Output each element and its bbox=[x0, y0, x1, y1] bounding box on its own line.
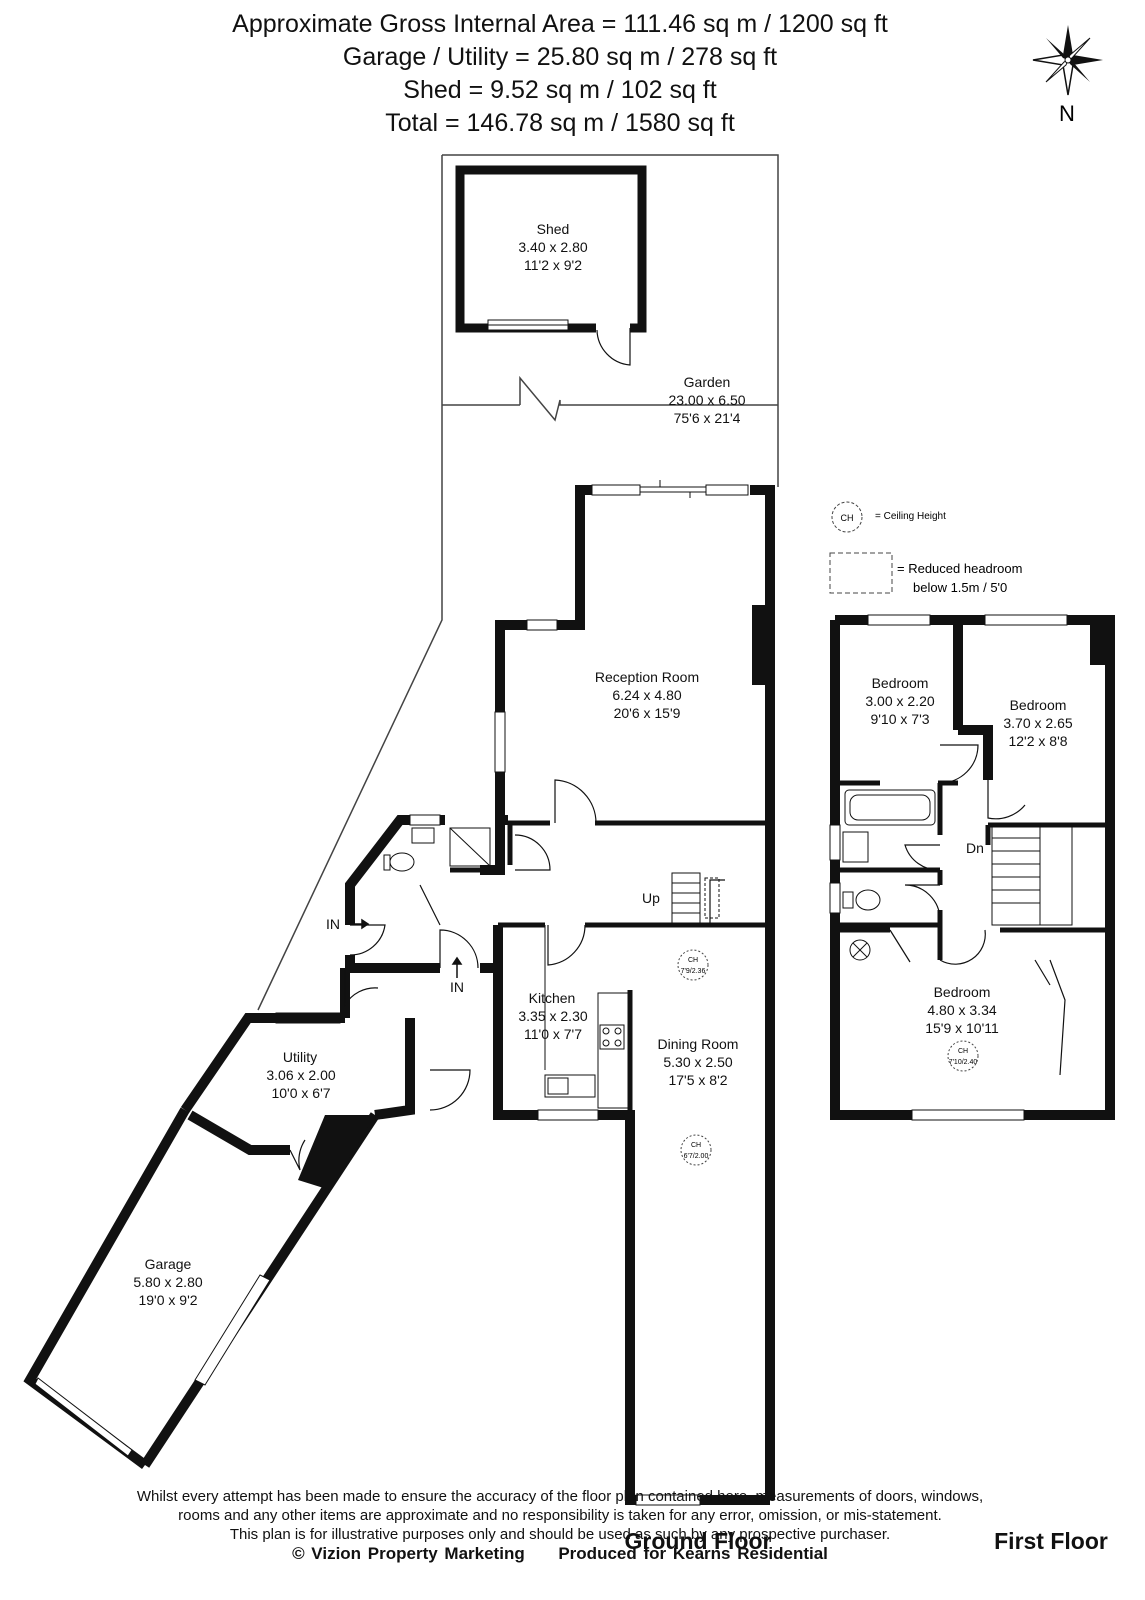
disclaimer-line-1: Whilst every attempt has been made to en… bbox=[136, 1488, 984, 1505]
ground-floor-inner-walls bbox=[450, 820, 765, 1115]
first-floor-doors bbox=[889, 744, 1066, 1076]
ground-floor-title: Ground Floor bbox=[625, 1528, 772, 1554]
first-floor-fixtures bbox=[842, 789, 1073, 961]
garage-openings bbox=[34, 1274, 271, 1457]
bedroom2-name: Bedroom bbox=[1010, 697, 1067, 713]
legend-ch-text: = Ceiling Height bbox=[875, 511, 946, 522]
bedroom2-metric: 3.70 x 2.65 bbox=[1003, 715, 1072, 731]
stairs-down-label: Dn bbox=[966, 840, 984, 856]
garden-name: Garden bbox=[684, 374, 731, 390]
garage-name: Garage bbox=[145, 1256, 192, 1272]
sliding-door bbox=[640, 480, 706, 498]
legend-ch-symbol: CH bbox=[841, 513, 854, 523]
stairs-up bbox=[671, 872, 720, 924]
kitchen-name: Kitchen bbox=[529, 990, 576, 1006]
bedroom3-metric: 4.80 x 3.34 bbox=[927, 1002, 996, 1018]
reception-name: Reception Room bbox=[595, 669, 699, 685]
garden-boundary bbox=[257, 154, 779, 1011]
disclaimer-line-3: This plan is for illustrative purposes o… bbox=[229, 1526, 891, 1543]
entrance-label-1: IN bbox=[326, 916, 340, 932]
garage-metric: 5.80 x 2.80 bbox=[133, 1274, 202, 1290]
bedroom2-imperial: 12'2 x 8'8 bbox=[1008, 733, 1067, 749]
bedroom1-metric: 3.00 x 2.20 bbox=[865, 693, 934, 709]
ch-dining-label: CH bbox=[691, 1142, 701, 1149]
ch-kitchen-value: 7'9/2.36 bbox=[681, 968, 706, 975]
garden-metric: 23.00 x 6.50 bbox=[668, 392, 745, 408]
utility-metric: 3.06 x 2.00 bbox=[266, 1067, 335, 1083]
entrance-arrows bbox=[346, 918, 463, 978]
utility-imperial: 10'0 x 6'7 bbox=[271, 1085, 330, 1101]
shed-area-line: Shed = 9.52 sq m / 102 sq ft bbox=[403, 76, 717, 104]
total-area-line: Total = 146.78 sq m / 1580 sq ft bbox=[385, 109, 735, 137]
entrance-label-2: IN bbox=[450, 979, 464, 995]
chimney-breast bbox=[752, 605, 770, 685]
produced-for-credit: Produced for Kearns Residential bbox=[558, 1544, 828, 1563]
ground-floor-walls bbox=[345, 485, 775, 1505]
disclaimer-line-2: rooms and any other items are approximat… bbox=[178, 1507, 942, 1524]
shed-metric: 3.40 x 2.80 bbox=[518, 239, 587, 255]
ceiling-height-markers bbox=[677, 949, 979, 1166]
ch-bed3-label: CH bbox=[958, 1048, 968, 1055]
copyright-credit: © Vizion Property Marketing bbox=[292, 1544, 525, 1563]
kitchen-fixtures bbox=[544, 925, 629, 1109]
legend-reduced-line2: below 1.5m / 5'0 bbox=[913, 580, 1007, 595]
utility-name: Utility bbox=[283, 1049, 317, 1065]
first-floor-windows bbox=[829, 614, 1068, 1121]
bedroom3-name: Bedroom bbox=[934, 984, 991, 1000]
first-floor-title: First Floor bbox=[994, 1528, 1108, 1554]
reception-imperial: 20'6 x 15'9 bbox=[614, 705, 681, 721]
kitchen-metric: 3.35 x 2.30 bbox=[518, 1008, 587, 1024]
dining-imperial: 17'5 x 8'2 bbox=[668, 1072, 727, 1088]
bedroom1-name: Bedroom bbox=[872, 675, 929, 691]
bathroom-fixtures bbox=[383, 827, 491, 872]
first-floor-inner-walls bbox=[840, 780, 1105, 960]
shed-name: Shed bbox=[537, 221, 570, 237]
gross-area-line: Approximate Gross Internal Area = 111.46… bbox=[232, 10, 888, 38]
credits: © Vizion Property Marketing Produced for… bbox=[0, 1544, 1120, 1563]
bedroom3-imperial: 15'9 x 10'11 bbox=[925, 1020, 999, 1036]
reception-metric: 6.24 x 4.80 bbox=[612, 687, 681, 703]
utility-doors bbox=[289, 968, 379, 1171]
legend-reduced-line1: = Reduced headroom bbox=[897, 561, 1022, 576]
area-summary: Approximate Gross Internal Area = 111.46… bbox=[0, 8, 1120, 140]
stairs-up-label: Up bbox=[642, 890, 660, 906]
utility-garage-walls bbox=[23, 968, 415, 1470]
legend bbox=[829, 501, 893, 594]
garage-imperial: 19'0 x 9'2 bbox=[138, 1292, 197, 1308]
garage-area-line: Garage / Utility = 25.80 sq m / 278 sq f… bbox=[342, 43, 778, 71]
bedroom1-imperial: 9'10 x 7'3 bbox=[870, 711, 929, 727]
shed-walls bbox=[455, 165, 647, 366]
ch-bed3-value: 7'10/2.40 bbox=[949, 1059, 978, 1066]
compass-rose-icon bbox=[1032, 25, 1103, 96]
garden-imperial: 75'6 x 21'4 bbox=[674, 410, 741, 426]
dining-name: Dining Room bbox=[658, 1036, 739, 1052]
door-swings bbox=[349, 779, 725, 1111]
ch-dining-value: 6'7/2.00 bbox=[684, 1153, 709, 1160]
garage-pillar bbox=[298, 1115, 375, 1190]
shed-imperial: 11'2 x 9'2 bbox=[524, 257, 582, 273]
disclaimer: Whilst every attempt has been made to en… bbox=[0, 1487, 1120, 1563]
kitchen-imperial: 11'0 x 7'7 bbox=[524, 1026, 582, 1042]
chimney-breast-upper bbox=[1090, 625, 1108, 665]
ch-kitchen-label: CH bbox=[688, 957, 698, 964]
dining-metric: 5.30 x 2.50 bbox=[663, 1054, 732, 1070]
compass-north-label: N bbox=[1059, 101, 1075, 126]
